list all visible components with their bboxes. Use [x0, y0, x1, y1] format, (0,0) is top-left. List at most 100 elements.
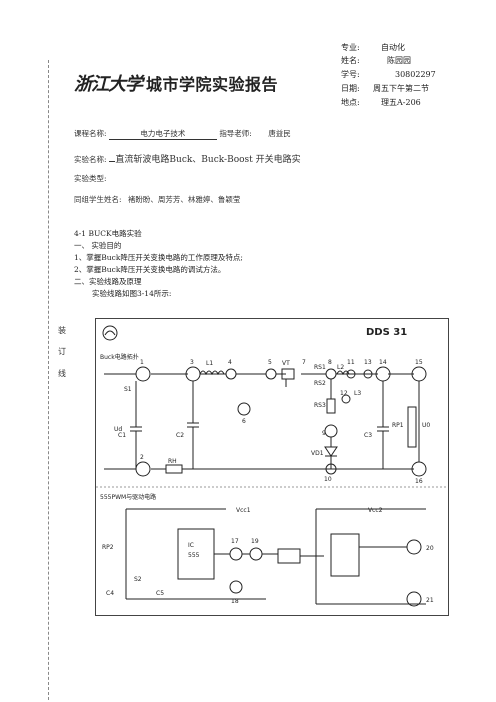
svg-text:RS3: RS3: [314, 402, 326, 409]
header-id: 学号:30802297: [341, 70, 436, 79]
svg-text:L3: L3: [354, 390, 361, 397]
svg-text:S2: S2: [134, 576, 142, 583]
svg-text:Ud: Ud: [114, 426, 122, 433]
resistor-rh: [165, 464, 183, 474]
svg-text:3: 3: [190, 359, 194, 366]
svg-text:19: 19: [251, 538, 259, 545]
node-20: [406, 539, 422, 555]
svg-text:5: 5: [268, 359, 272, 366]
svg-text:C3: C3: [364, 432, 372, 439]
node-3: [185, 366, 201, 382]
svg-text:9: 9: [322, 430, 326, 437]
node-8: [325, 368, 337, 380]
svg-text:L1: L1: [206, 360, 213, 367]
purpose-item: 1、掌握Buck降压开关变换电路的工作原理及特点;: [74, 253, 243, 262]
svg-text:18: 18: [231, 598, 239, 605]
node-18: [229, 580, 243, 594]
svg-text:RH: RH: [168, 458, 177, 465]
svg-text:U0: U0: [422, 422, 430, 429]
node-10: [325, 463, 337, 475]
figure-reference: 实验线路如图3-14所示:: [92, 289, 172, 298]
svg-text:C2: C2: [176, 432, 184, 439]
svg-text:555: 555: [188, 552, 200, 559]
type-row: 实验类型:: [74, 174, 107, 183]
circuit-figure: DDS 31 Buck电路拓扑 555PWM与驱动电路 1 2 3 4 5 6 …: [95, 318, 449, 616]
group-value: 褚盼盼、周芳芳、林雅婷、鲁颖莹: [127, 195, 241, 204]
subsection-purpose: 一、 实验目的: [74, 241, 122, 250]
svg-text:15: 15: [415, 359, 423, 366]
svg-text:16: 16: [415, 478, 423, 485]
svg-text:10: 10: [324, 476, 332, 483]
node-4: [225, 368, 237, 380]
board-label: DDS 31: [366, 327, 407, 338]
header-name: 姓名:陈园园: [341, 56, 411, 65]
svg-text:13: 13: [364, 359, 372, 366]
svg-text:2: 2: [140, 454, 144, 461]
optocoupler: [277, 548, 301, 564]
teacher-value: 唐益民: [268, 129, 291, 138]
svg-text:8: 8: [328, 359, 332, 366]
binding-char: 装: [58, 326, 66, 335]
pwm-label: 555PWM与驱动电路: [100, 493, 156, 501]
node-19: [249, 547, 263, 561]
node-9: [324, 424, 338, 438]
subsection-circuit: 二、实验线路及原理: [74, 277, 142, 286]
header-date: 日期:周五下午第二节: [341, 84, 429, 93]
svg-text:L2: L2: [337, 364, 344, 371]
svg-text:6: 6: [242, 418, 246, 425]
board-logo-icon: [102, 325, 118, 341]
section-heading: 4-1 BUCK电路实验: [74, 229, 142, 238]
header-place: 地点:理五A-206: [341, 98, 421, 107]
resistor-rs3: [326, 398, 336, 414]
svg-text:7: 7: [302, 359, 306, 366]
experiment-row: 实验名称: 直流斩波电路Buck、Buck-Boost 开关电路实: [74, 155, 301, 165]
node-12: [341, 394, 351, 404]
buck-label: Buck电路拓扑: [100, 353, 139, 361]
course-value: 电力电子技术: [108, 128, 217, 140]
binding-char: 订: [58, 347, 66, 356]
svg-text:4: 4: [228, 359, 232, 366]
diode-vd1: [324, 446, 338, 457]
header-major: 专业:自动化: [341, 43, 405, 52]
node-13: [363, 369, 373, 379]
circuit-diagram: DDS 31 Buck电路拓扑 555PWM与驱动电路 1 2 3 4 5 6 …: [96, 325, 448, 607]
svg-text:1: 1: [140, 359, 144, 366]
course-row: 课程名称: 电力电子技术 指导老师: 唐益民: [74, 128, 291, 140]
svg-text:17: 17: [231, 538, 239, 545]
svg-text:IC: IC: [188, 542, 194, 549]
university-logo: 浙江大学: [74, 74, 143, 95]
node-11: [346, 369, 356, 379]
purpose-item: 2、掌握Buck降压开关变换电路的调试方法。: [74, 265, 226, 274]
rheostat-rp1: [407, 406, 417, 448]
svg-text:VD1: VD1: [311, 450, 324, 457]
svg-text:RS1: RS1: [314, 364, 326, 371]
svg-text:S1: S1: [124, 386, 132, 393]
node-21: [406, 591, 422, 607]
svg-text:RP2: RP2: [102, 544, 114, 551]
node-14: [375, 366, 391, 382]
svg-text:14: 14: [379, 359, 387, 366]
binding-char: 线: [58, 369, 66, 378]
experiment-value: 直流斩波电路Buck、Buck-Boost 开关电路实: [115, 155, 301, 165]
svg-text:VT: VT: [282, 360, 290, 367]
node-2: [135, 461, 151, 477]
report-title: 浙江大学城市学院实验报告: [74, 74, 279, 95]
node-16: [411, 461, 427, 477]
node-17: [229, 547, 243, 561]
svg-text:C5: C5: [156, 590, 164, 597]
svg-text:21: 21: [426, 597, 434, 604]
group-row: 同组学生姓名: 褚盼盼、周芳芳、林雅婷、鲁颖莹: [74, 195, 241, 204]
node-1: [135, 366, 151, 382]
svg-text:11: 11: [347, 359, 355, 366]
svg-text:C4: C4: [106, 590, 114, 597]
svg-text:RP1: RP1: [392, 422, 404, 429]
node-15: [411, 366, 427, 382]
binding-line: [48, 60, 49, 700]
svg-text:20: 20: [426, 545, 434, 552]
svg-text:12: 12: [340, 390, 348, 397]
svg-text:Vcc2: Vcc2: [368, 507, 383, 514]
svg-text:RS2: RS2: [314, 380, 326, 387]
svg-text:Vcc1: Vcc1: [236, 507, 251, 514]
svg-text:C1: C1: [118, 432, 126, 439]
node-6: [237, 402, 251, 416]
